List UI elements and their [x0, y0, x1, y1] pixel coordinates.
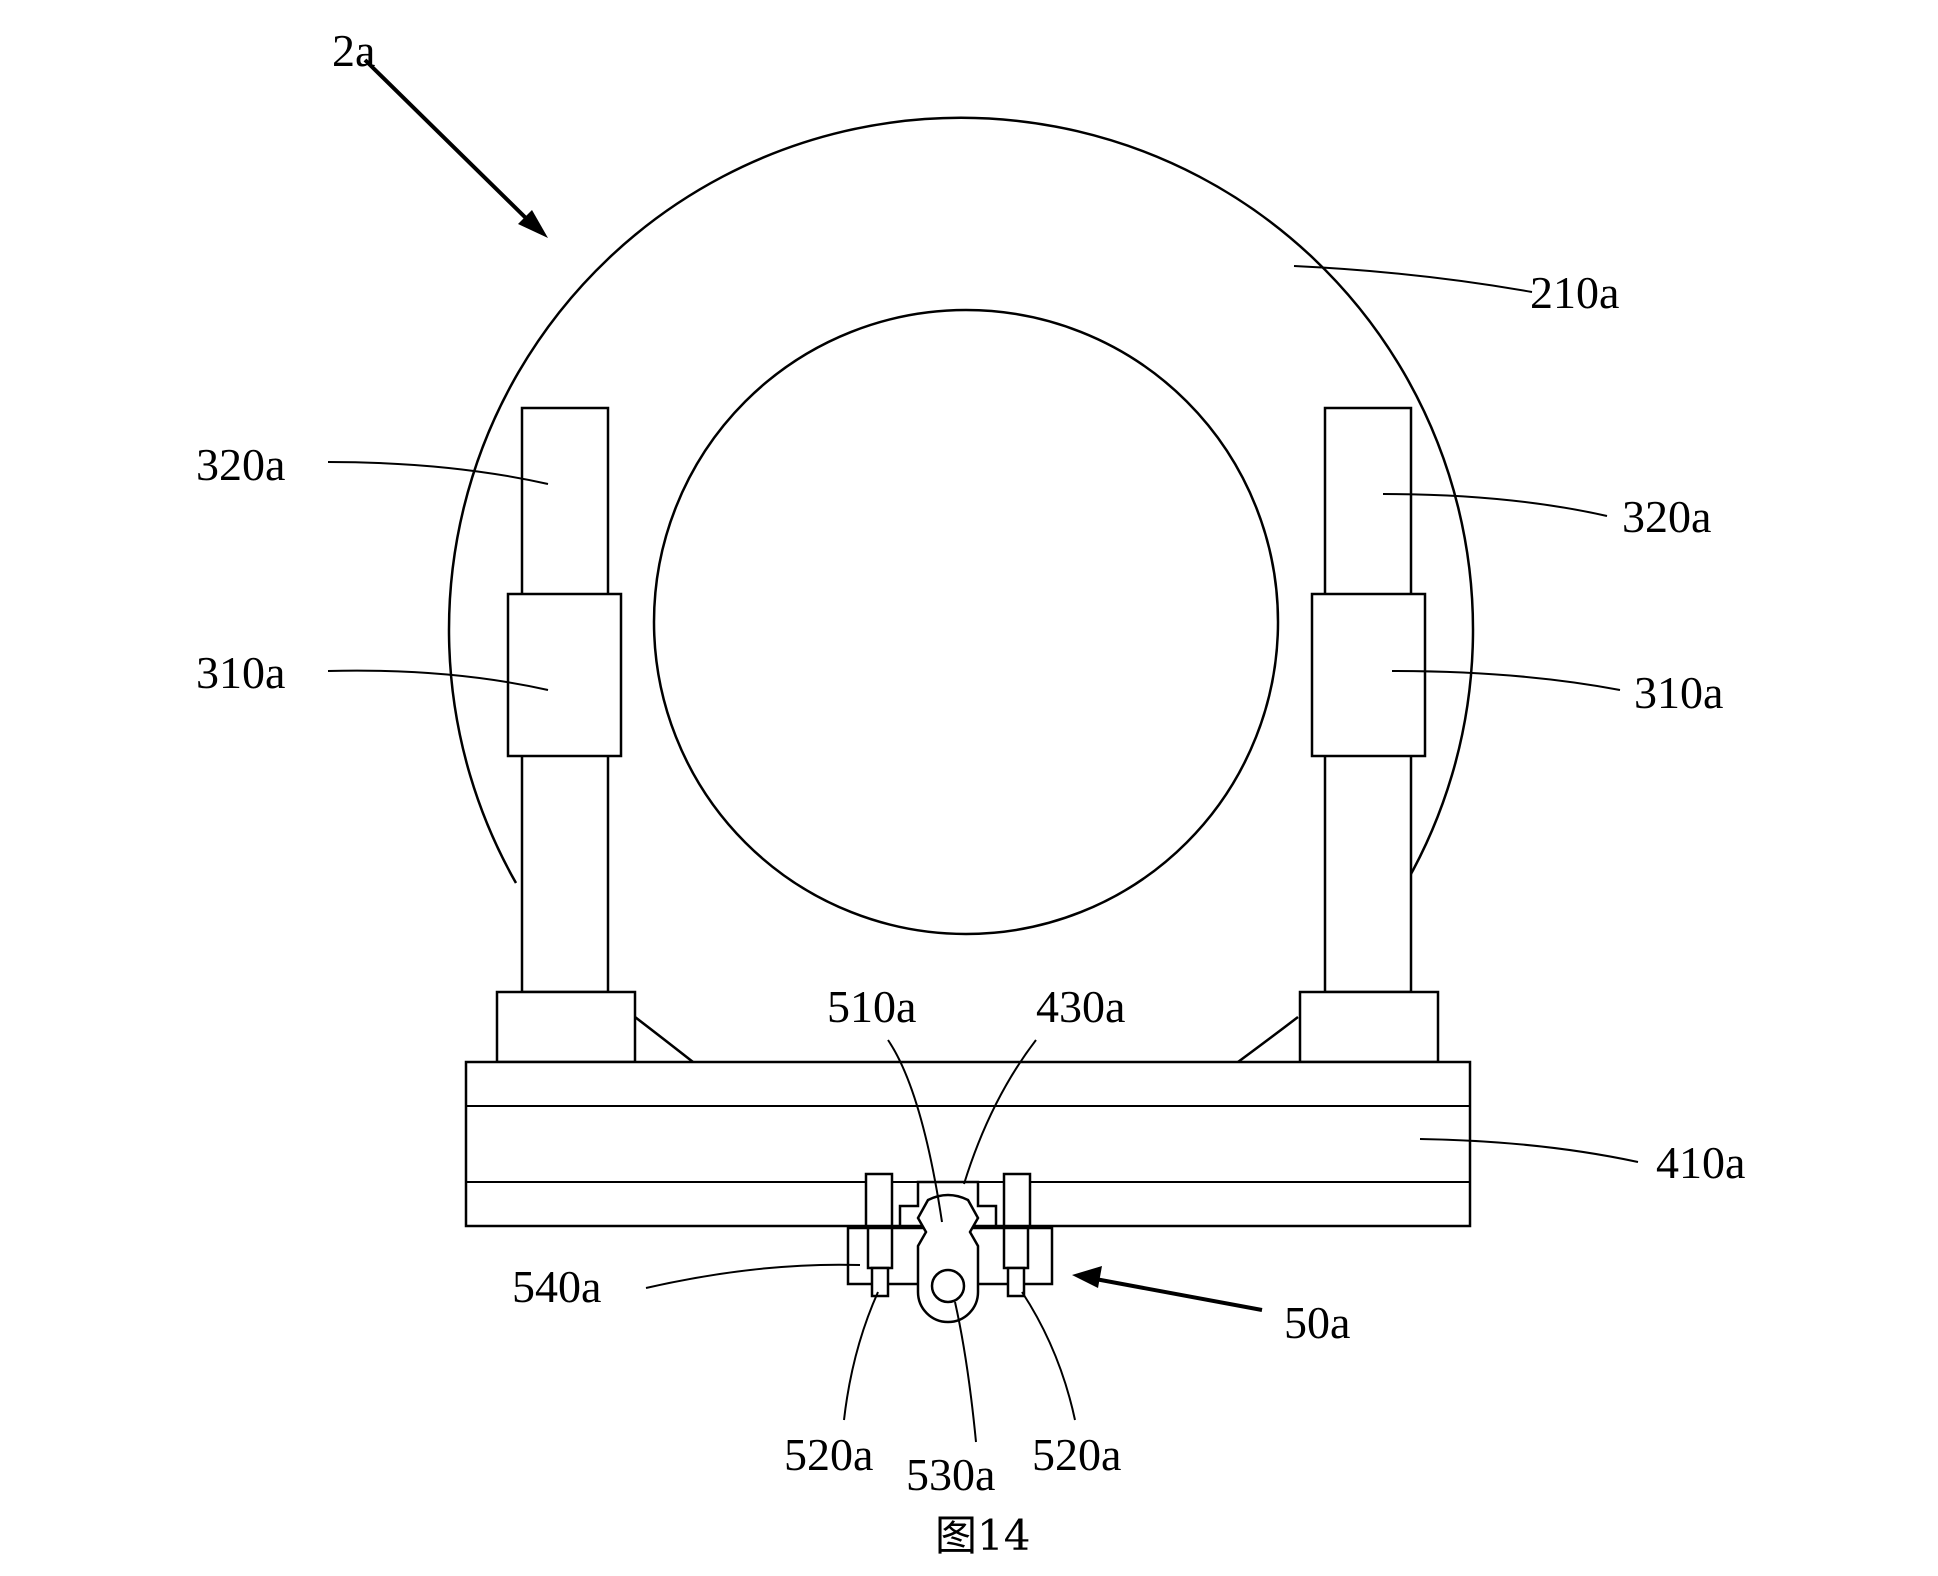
leader-520a-right: [1021, 1291, 1076, 1421]
leader-320a-right: [1382, 493, 1608, 517]
label-510a: 510a: [827, 981, 916, 1032]
arrow-2a: [363, 58, 548, 238]
label-320a-left: 320a: [196, 439, 285, 490]
figure-caption: 图14: [935, 1511, 1030, 1560]
leader-320a-left: [327, 461, 549, 485]
base-right: [1298, 990, 1440, 1064]
label-520a-right: 520a: [1032, 1429, 1121, 1480]
outer-ring-lower-left: [634, 1016, 694, 1063]
label-320a-right: 320a: [1622, 491, 1711, 542]
outer-ring-210a: [447, 116, 1475, 884]
label-540a: 540a: [512, 1261, 601, 1312]
leader-410a: [1419, 1138, 1639, 1163]
leader-430a: [963, 1039, 1037, 1185]
label-50a: 50a: [1284, 1297, 1350, 1348]
label-430a: 430a: [1036, 981, 1125, 1032]
label-520a-left: 520a: [784, 1429, 873, 1480]
leader-530a: [954, 1301, 977, 1443]
base-left: [495, 990, 637, 1064]
leader-540a: [645, 1263, 861, 1289]
outer-ring-lower-right: [1237, 1016, 1299, 1064]
label-410a: 410a: [1656, 1137, 1745, 1188]
label-2a: 2a: [332, 25, 375, 76]
label-310a-right: 310a: [1634, 667, 1723, 718]
mechanism-50a: [846, 1172, 1054, 1324]
label-530a: 530a: [906, 1449, 995, 1500]
label-210a: 210a: [1530, 267, 1619, 318]
leader-310a-left: [327, 669, 549, 691]
leader-310a-right: [1391, 670, 1621, 691]
leader-510a: [887, 1039, 943, 1223]
slider-left-310a: [506, 592, 623, 758]
arrow-50a: [1072, 1266, 1263, 1312]
leader-210a: [1293, 265, 1533, 293]
label-310a-left: 310a: [196, 647, 285, 698]
inner-circle: [652, 308, 1280, 936]
slider-right-310a: [1310, 592, 1427, 758]
leader-520a-left: [843, 1291, 879, 1421]
